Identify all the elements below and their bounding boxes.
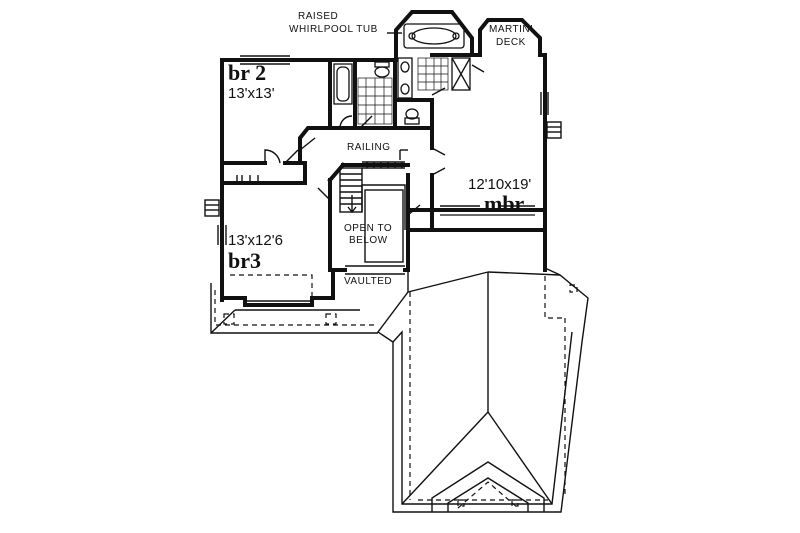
overhang-dashed-lines [214, 276, 578, 509]
br2-size: 13'x13' [228, 85, 275, 102]
open-to-below-outline [364, 189, 404, 263]
martini-deck-label-line2: DECK [496, 37, 526, 48]
martini-deck-label-line1: MARTINI [489, 24, 534, 35]
railing-label: RAILING [347, 142, 391, 153]
roof-outline [210, 267, 589, 513]
staircase [339, 161, 406, 230]
bath-fixtures [333, 23, 535, 216]
br3-name: br3 [228, 248, 261, 273]
chimney-west [204, 199, 220, 217]
open-to-below-label-line2: BELOW [349, 235, 388, 246]
vaulted-label: VAULTED [344, 276, 393, 287]
doors [236, 64, 485, 216]
windows [217, 55, 549, 302]
chimney-east [546, 121, 562, 139]
br3-bay-dashed [230, 274, 313, 298]
mbr-name: mbr [484, 191, 525, 216]
open-to-below-label-line1: OPEN TO [344, 223, 393, 234]
whirlpool-tub-label-line1: RAISED [298, 11, 339, 22]
br2-name: br 2 [228, 60, 267, 85]
mbr-size: 12'10x19' [468, 176, 532, 193]
whirlpool-tub-label-line2: WHIRLPOOL TUB [289, 24, 378, 35]
br3-size: 13'x12'6 [228, 232, 283, 249]
